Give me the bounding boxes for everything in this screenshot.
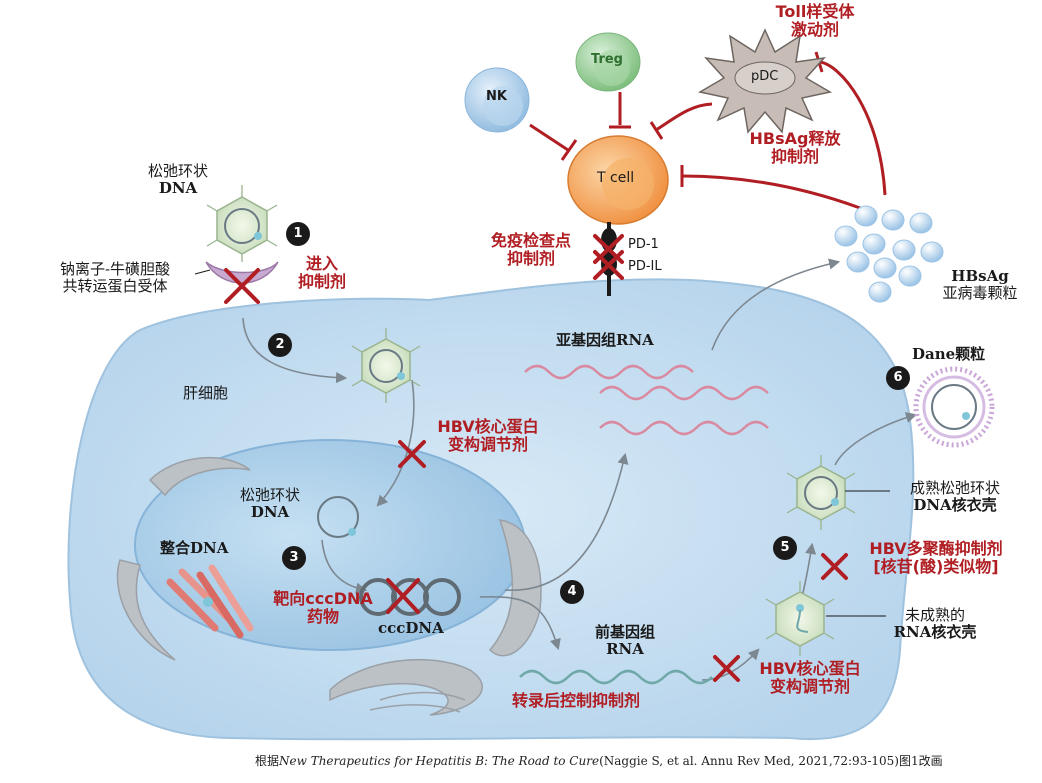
label-entry-inhibitor: 进入 抑制剂: [282, 255, 362, 291]
label-hepatocyte: 肝细胞: [183, 384, 229, 402]
subgenomic-rna: [524, 364, 769, 436]
step-4-badge: 4: [560, 580, 584, 604]
step-1-badge: 1: [286, 222, 310, 246]
label-toll-agonist: Toll样受体 激动剂: [755, 3, 875, 39]
label-mature-capsid: 成熟松弛环状 DNA核衣壳: [890, 480, 1020, 514]
label-pregenomic-rna-line2: RNA: [606, 639, 644, 658]
inhibition-lines: [529, 51, 887, 210]
integrated-dna-chromosomes: [166, 564, 254, 639]
label-entry-inhibitor-line1: 进入: [305, 254, 338, 273]
label-treg: Treg: [591, 52, 623, 67]
dna-polymerase-dots: [254, 232, 839, 612]
label-immature-capsid: 未成熟的 RNA核衣壳: [880, 607, 990, 641]
organelles: [116, 457, 542, 716]
label-mature-capsid-line2: DNA核衣壳: [913, 495, 997, 514]
label-integrated-dna: 整合DNA: [160, 539, 229, 557]
label-tcell: T cell: [597, 170, 635, 186]
caption-title: New Therapeutics for Hepatitis B: The Ro…: [279, 754, 600, 768]
label-rcdna-nucleus-line2: DNA: [250, 502, 290, 521]
label-toll-line2: 激动剂: [790, 19, 839, 39]
label-core-modulator-1-line2: 变构调节剂: [447, 434, 528, 454]
label-core-modulator-1-line1: HBV核心蛋白: [437, 417, 539, 436]
treg-cell: [575, 32, 641, 92]
label-checkpoint-inhibitor-line1: 免疫检查点: [490, 231, 571, 250]
label-pd1: PD-1: [628, 237, 659, 252]
label-cccdna-drug: 靶向cccDNA 药物: [258, 590, 388, 626]
label-pdc: pDC: [751, 69, 779, 84]
label-mature-capsid-line1: 成熟松弛环状: [909, 479, 1000, 497]
label-core-modulator-2-line1: HBV核心蛋白: [759, 659, 861, 678]
caption-suffix: (Naggie S, et al. Annu Rev Med, 2021,72:…: [599, 754, 943, 768]
label-entry-inhibitor-line2: 抑制剂: [297, 271, 346, 291]
hbsag-particles: [834, 205, 944, 303]
step-5-badge: 5: [773, 536, 797, 560]
label-pregenomic-rna: 前基因组 RNA: [580, 624, 670, 658]
caption-prefix: 根据: [255, 754, 280, 768]
label-checkpoint-inhibitor-line2: 抑制剂: [506, 248, 555, 268]
label-toll-line1: Toll样受体: [775, 2, 855, 21]
inhibition-x-marks: [224, 234, 848, 682]
relaxed-circular-dna: [224, 208, 838, 538]
label-polymerase-inhibitor-line2: [核苷(酸)类似物]: [873, 556, 999, 576]
pregenomic-rna: [519, 669, 713, 685]
label-dane: Dane颗粒: [912, 345, 986, 363]
label-rcdna-top-line1: 松弛环状: [147, 162, 208, 180]
label-hbsag-particle-line2: 亚病毒颗粒: [942, 283, 1018, 302]
label-ntcp: 钠离子-牛磺胆酸 共转运蛋白受体: [30, 261, 200, 295]
ntcp-receptor: [205, 261, 279, 284]
t-cell: [567, 135, 669, 225]
label-immature-capsid-line2: RNA核衣壳: [893, 622, 977, 641]
nk-cell: [464, 67, 530, 133]
label-hbsag-release-line2: 抑制剂: [770, 146, 819, 166]
label-hbsag-release-line1: HBsAg释放: [749, 129, 841, 148]
label-pregenomic-rna-line1: 前基因组: [594, 623, 655, 641]
label-nk: NK: [486, 89, 507, 104]
label-immature-capsid-line1: 未成熟的: [904, 606, 965, 624]
step-6-badge: 6: [886, 366, 910, 390]
label-cccdna: cccDNA: [378, 619, 444, 637]
label-polymerase-inhibitor: HBV多聚酶抑制剂 [核苷(酸)类似物]: [846, 540, 1026, 576]
pdc-cell: [697, 28, 833, 134]
label-checkpoint-inhibitor: 免疫检查点 抑制剂: [472, 232, 590, 268]
cccdna-rings: [359, 578, 461, 616]
label-cccdna-drug-line1: 靶向cccDNA: [273, 589, 373, 608]
label-hbsag-particle-line1: HBsAg: [951, 267, 1009, 285]
label-polymerase-inhibitor-line1: HBV多聚酶抑制剂: [869, 539, 1003, 558]
label-post-transcriptional: 转录后控制抑制剂: [512, 691, 641, 710]
label-core-modulator-2: HBV核心蛋白 变构调节剂: [740, 660, 880, 696]
label-rcdna-top-line2: DNA: [158, 178, 198, 197]
pregenomic-rna-in-capsid: [796, 609, 809, 633]
label-hbsag-particle: HBsAg 亚病毒颗粒: [925, 268, 1035, 302]
label-ntcp-line1: 钠离子-牛磺胆酸: [59, 260, 171, 278]
label-ntcp-line2: 共转运蛋白受体: [62, 276, 168, 295]
label-core-modulator-1: HBV核心蛋白 变构调节剂: [418, 418, 558, 454]
label-core-modulator-2-line2: 变构调节剂: [769, 676, 850, 696]
label-rcdna-top: 松弛环状 DNA: [128, 163, 228, 197]
label-subgenomic-rna: 亚基因组RNA: [556, 331, 654, 349]
label-hbsag-release: HBsAg释放 抑制剂: [735, 130, 855, 166]
dane-particle: [913, 366, 995, 448]
step-3-badge: 3: [282, 546, 306, 570]
label-pdl1: PD-IL: [628, 259, 662, 274]
label-rcdna-nucleus: 松弛环状 DNA: [225, 487, 315, 521]
capsid-spikes: [206, 185, 856, 656]
label-rcdna-nucleus-line1: 松弛环状: [239, 486, 300, 504]
step-2-badge: 2: [268, 333, 292, 357]
label-cccdna-drug-line2: 药物: [306, 606, 339, 626]
leader-lines: [194, 269, 890, 617]
figure-caption: 根据New Therapeutics for Hepatitis B: The …: [255, 752, 943, 769]
